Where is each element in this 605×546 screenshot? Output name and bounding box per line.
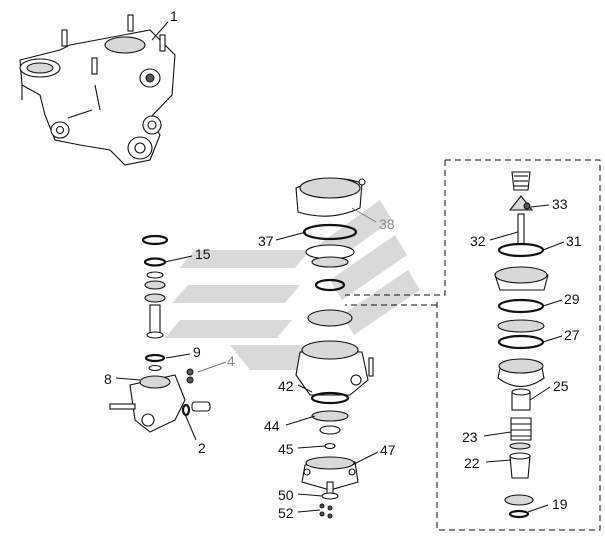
callout-27: 27 (564, 327, 580, 343)
callout-2: 2 (198, 440, 206, 456)
callout-47: 47 (380, 442, 396, 458)
left-valve-stack (109, 234, 211, 433)
callout-29: 29 (564, 291, 580, 307)
callout-45: 45 (278, 441, 294, 457)
callout-50: 50 (278, 487, 294, 503)
right-valve-stack (494, 171, 549, 519)
callout-32: 32 (470, 233, 486, 249)
dashed-connector (345, 159, 601, 531)
callout-4: 4 (227, 353, 235, 369)
callout-15: 15 (195, 246, 211, 262)
valve-housing-part (19, 14, 176, 166)
callout-9: 9 (193, 344, 201, 360)
callout-52: 52 (278, 505, 294, 521)
callout-23: 23 (462, 429, 478, 445)
callout-8: 8 (104, 371, 112, 387)
callout-33: 33 (552, 196, 568, 212)
center-valve-stack (295, 177, 374, 519)
callout-labels: 1 2 4 8 9 15 19 22 23 25 27 29 31 32 33 … (104, 8, 582, 521)
callout-19: 19 (552, 496, 568, 512)
callout-25: 25 (553, 378, 569, 394)
callout-44: 44 (264, 418, 280, 434)
leader-lines (115, 21, 565, 513)
callout-38: 38 (379, 216, 395, 232)
callout-22: 22 (464, 455, 480, 471)
callout-31: 31 (566, 233, 582, 249)
callout-1: 1 (170, 8, 178, 24)
callout-42: 42 (278, 378, 294, 394)
callout-37: 37 (258, 233, 274, 249)
